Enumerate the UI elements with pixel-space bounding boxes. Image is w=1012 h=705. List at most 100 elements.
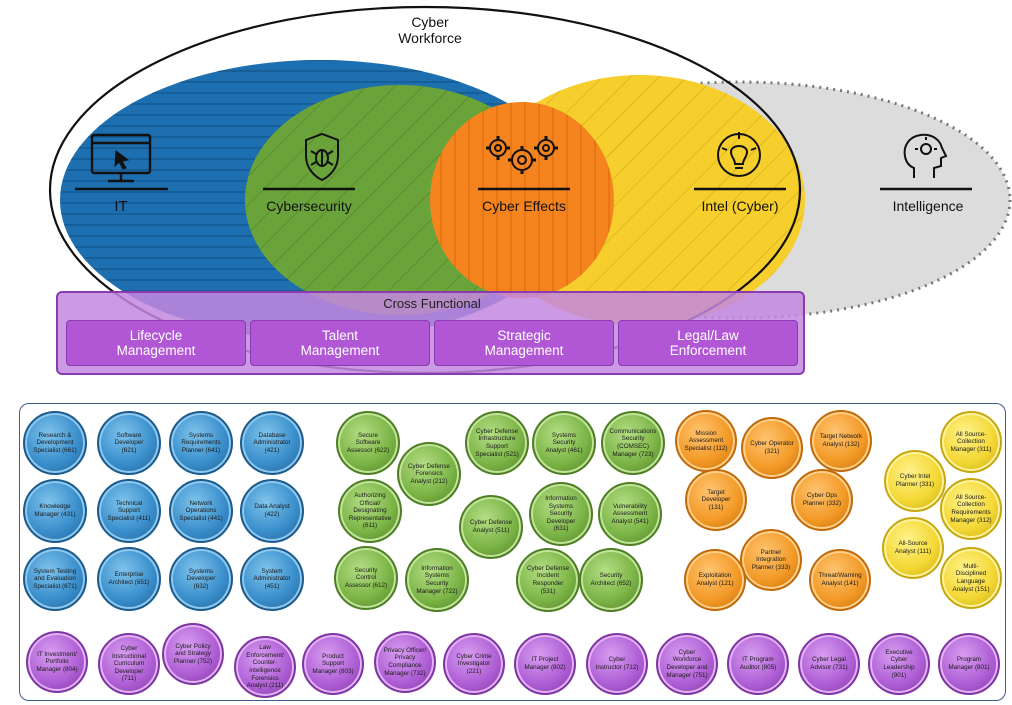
work-role-label-line: Portfolio xyxy=(45,658,69,666)
work-role-label-line: (451) xyxy=(264,582,280,590)
work-role-label-line: Manager (803) xyxy=(312,667,354,675)
cyber-effects-label: Cyber Effects xyxy=(482,198,566,214)
work-role-label-line: Developer xyxy=(186,575,216,583)
work-role-label-line: (621) xyxy=(121,446,137,454)
work-role-label-line: (131) xyxy=(708,503,724,511)
work-role-label-line: Security xyxy=(354,566,378,574)
work-role-it: Data Analyst(422) xyxy=(240,479,304,543)
work-role-label-line: Planner (333) xyxy=(751,563,791,571)
work-role-label-line: Software xyxy=(355,439,381,447)
work-role-label-line: Database xyxy=(258,431,286,439)
work-role-label-line: Forensics xyxy=(415,470,443,478)
work-role-label-line: Partner xyxy=(760,548,782,556)
work-role-label-line: Planner (641) xyxy=(181,446,221,454)
work-role-label-line: Planner (752) xyxy=(173,657,213,665)
work-role-label-line: Auditor (805) xyxy=(739,664,777,671)
work-role-label-line: Enforcement/ xyxy=(246,651,284,659)
work-role-label-line: Analyst (132) xyxy=(822,441,860,448)
work-role-label-line: Development xyxy=(36,439,74,447)
work-role-label-line: Analyst (121) xyxy=(696,580,734,587)
work-role-label-line: Planner (332) xyxy=(802,500,842,507)
intel-cyber-label: Intel (Cyber) xyxy=(701,198,778,214)
work-role-label-line: Support xyxy=(485,443,509,450)
cross-functional-title: Cross Functional xyxy=(383,296,481,311)
work-role-label-line: Assessor (622) xyxy=(346,446,390,454)
work-role-label-line: Enterprise xyxy=(114,571,144,579)
work-role-label-line: Executive xyxy=(885,648,913,656)
work-role-label-line: Analyst (211) xyxy=(246,682,284,690)
work-role-label-line: Administrator xyxy=(253,439,291,447)
work-role-label-line: Security xyxy=(599,572,623,580)
work-role-label-line: Specialist (411) xyxy=(107,514,151,522)
work-role-label-line: Security xyxy=(425,580,449,587)
work-role-label-line: Administrator xyxy=(253,575,291,583)
work-role-label-line: Support xyxy=(321,660,345,668)
work-role-label-line: Systems xyxy=(188,567,214,575)
work-role-label-line: (901) xyxy=(891,671,907,679)
work-role-label-line: Mission xyxy=(695,429,717,437)
work-role-label-line: Cyber Crime xyxy=(456,652,492,660)
work-role-label-line: (421) xyxy=(264,446,280,454)
work-role-label-line: Product xyxy=(322,652,344,660)
work-role-label-line: System Testing xyxy=(33,567,77,575)
work-role-label-line: Manager (804) xyxy=(36,665,78,673)
work-role-label-line: Target xyxy=(707,488,725,496)
work-role-label-line: Secure xyxy=(358,431,378,439)
work-role-label-line: IT Project xyxy=(531,656,559,664)
work-role-label-line: Language xyxy=(956,578,985,585)
work-role-label-line: (422) xyxy=(264,511,280,518)
work-role-label-line: Advisor (731) xyxy=(810,664,848,671)
work-role-label-line: Analyst (212) xyxy=(410,477,448,485)
work-role-label-line: Manager (802) xyxy=(524,664,566,671)
gears-icon xyxy=(486,136,558,174)
lightbulb-icon xyxy=(717,132,761,177)
work-role-label-line: Cyber Defense xyxy=(470,519,512,527)
work-role-label-line: Multi- xyxy=(963,562,979,570)
work-role-label-line: Security xyxy=(621,435,645,443)
work-role-label-line: Requirements xyxy=(951,509,991,516)
work-role-label-line: Workforce xyxy=(672,656,702,664)
work-role-label-line: Developer xyxy=(701,496,731,504)
work-role-label-line: Developer and xyxy=(666,664,708,671)
work-role-label-line: Manager (722) xyxy=(416,587,458,595)
work-role-label-line: Requirements xyxy=(181,439,221,447)
work-role-label-line: Technical xyxy=(115,499,143,507)
work-role-label-line: and Evaluation xyxy=(34,575,76,583)
work-role-label-line: Law xyxy=(259,644,271,652)
work-role-label-line: Security xyxy=(549,510,573,518)
work-role-label-line: Research & xyxy=(38,431,72,439)
work-role-label-line: Architect (652) xyxy=(590,580,632,587)
work-role-label-line: Analyst (461) xyxy=(545,446,583,454)
work-role-label-line: Systems xyxy=(548,502,574,510)
work-role-cyber-effects: Cyber Operator(321) xyxy=(741,417,803,479)
work-role-label-line: Counter- xyxy=(252,659,278,667)
work-role-label-line: Privacy xyxy=(394,654,416,662)
work-role-label-line: (321) xyxy=(764,448,780,455)
work-role-label-line: Cyber Legal xyxy=(812,656,846,664)
work-role-label-line: Communications xyxy=(609,427,657,435)
work-role-label-line: (221) xyxy=(466,667,482,675)
